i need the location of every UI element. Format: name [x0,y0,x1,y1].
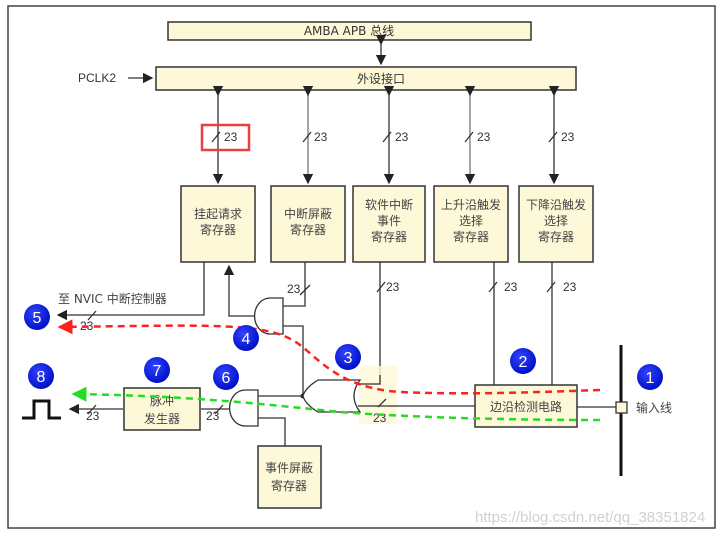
svg-text:7: 7 [153,363,162,380]
svg-text:寄存器: 寄存器 [271,478,307,493]
width-labels-top: 23 23 23 23 23 [211,130,575,144]
svg-text:发生器: 发生器 [144,411,180,426]
nvic-label: 至 NVIC 中断控制器 [58,291,167,306]
event-path [71,386,601,422]
interrupt-mask-register: 中断屏蔽 寄存器 [270,185,346,263]
svg-text:23: 23 [561,130,575,144]
bus-label: AMBA APB 总线 [304,24,394,38]
event-mask-register: 事件屏蔽 寄存器 [257,445,322,509]
svg-text:边沿检测电路: 边沿检测电路 [490,399,562,414]
svg-text:23: 23 [563,280,577,294]
svg-text:寄存器: 寄存器 [453,229,489,244]
falling-trigger-register: 下降沿触发 选择 寄存器 [518,185,594,263]
software-interrupt-event-register: 软件中断 事件 寄存器 [352,185,426,263]
svg-text:寄存器: 寄存器 [371,229,407,244]
rising-trigger-register: 上升沿触发 选择 寄存器 [433,185,509,263]
svg-text:寄存器: 寄存器 [200,222,236,237]
highlight-box [200,123,251,152]
interface-label: 外设接口 [357,71,405,86]
input-pad [615,401,628,414]
svg-text:23: 23 [224,130,238,144]
interrupt-and-gate [253,297,284,335]
badge-6: 6 [213,364,239,390]
svg-text:2: 2 [519,354,528,371]
svg-text:23: 23 [287,282,301,296]
badge-2: 2 [510,348,536,374]
pending-register: 挂起请求 寄存器 [180,185,256,263]
event-and-gate [228,389,259,427]
interrupt-path [57,319,601,395]
badge-4: 4 [233,325,259,351]
pclk2-label: PCLK2 [78,71,116,85]
svg-text:23: 23 [206,409,220,423]
svg-text:软件中断: 软件中断 [365,197,413,212]
badge-7: 7 [144,357,170,383]
svg-text:选择: 选择 [459,214,483,228]
svg-text:寄存器: 寄存器 [290,222,326,237]
svg-text:23: 23 [373,411,387,425]
svg-text:事件: 事件 [377,214,401,228]
svg-text:3: 3 [344,350,353,367]
svg-text:6: 6 [222,370,231,387]
peripheral-interface: 外设接口 [155,66,577,91]
svg-text:事件屏蔽: 事件屏蔽 [265,461,313,475]
svg-text:8: 8 [37,369,46,386]
pulse-generator: 脉冲 发生器 [123,387,201,431]
svg-text:23: 23 [314,130,328,144]
svg-text:上升沿触发: 上升沿触发 [441,197,501,212]
svg-text:23: 23 [504,280,518,294]
svg-text:下降沿触发: 下降沿触发 [526,197,586,212]
svg-text:中断屏蔽: 中断屏蔽 [284,206,332,221]
register-links [212,85,560,185]
outer-frame [7,5,716,529]
watermark: https://blog.csdn.net/qq_38351824 [475,509,705,526]
badge-5: 5 [24,304,50,330]
svg-text:1: 1 [646,370,655,387]
svg-text:4: 4 [242,331,251,348]
svg-text:5: 5 [33,310,42,327]
badge-3: 3 [335,344,361,370]
badge-1: 1 [637,364,663,390]
svg-text:挂起请求: 挂起请求 [194,207,242,221]
svg-text:选择: 选择 [544,214,568,228]
amba-apb-bus: AMBA APB 总线 [167,21,532,41]
or-gate [302,379,362,413]
pulse-output-icon [22,399,61,420]
badge-8: 8 [28,363,54,389]
svg-text:23: 23 [395,130,409,144]
input-line-label: 输入线 [636,400,672,415]
svg-text:寄存器: 寄存器 [538,229,574,244]
svg-text:23: 23 [86,409,100,423]
svg-text:23: 23 [477,130,491,144]
svg-text:23: 23 [386,280,400,294]
